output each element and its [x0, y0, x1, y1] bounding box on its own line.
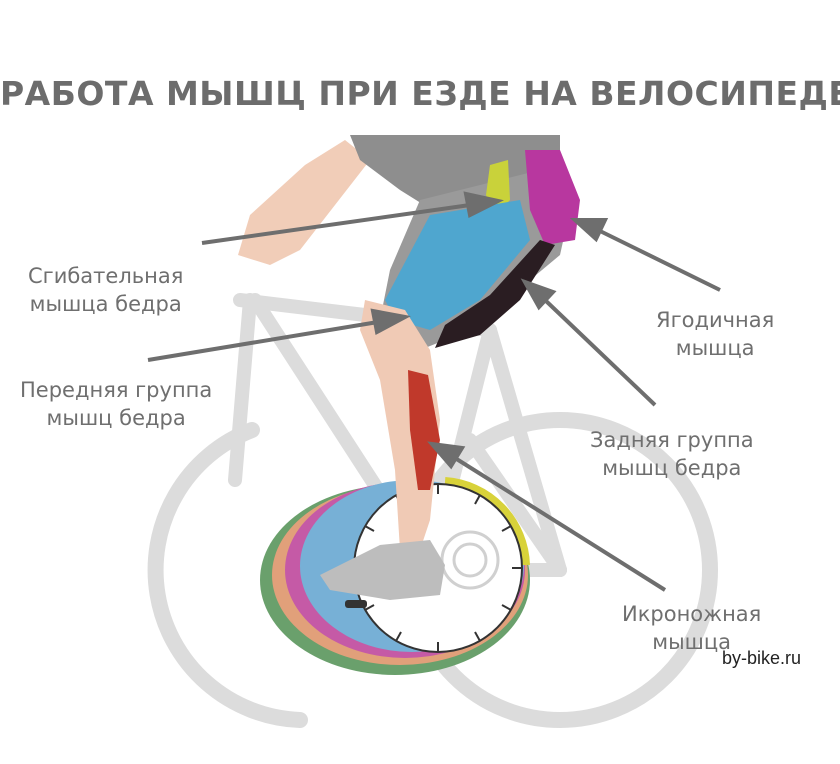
label-gluteus-line2: мышца [675, 336, 755, 360]
label-quadriceps-line2: мышц бедра [46, 406, 186, 430]
label-hip-flexor: Сгибательная мышца бедра [28, 262, 183, 318]
arrow-calf-head [427, 441, 466, 470]
label-hamstrings-line1: Задняя группа [590, 428, 754, 452]
label-quadriceps: Передняя группа мышц бедра [20, 376, 212, 432]
arrow-hip-flexor [201, 203, 471, 245]
label-calf: Икроножная мышца [622, 600, 761, 656]
arrow-quadriceps-head [370, 308, 411, 336]
arrow-calf [453, 456, 667, 592]
arrow-hip-flexor-head [463, 191, 504, 218]
arrow-hamstrings-head [520, 278, 557, 311]
label-hamstrings-line2: мышц бедра [602, 456, 742, 480]
page-title: РАБОТА МЫШЦ ПРИ ЕЗДЕ НА ВЕЛОСИПЕДЕ [0, 74, 840, 113]
arrow-gluteus [597, 228, 721, 292]
rider [238, 135, 580, 608]
label-calf-line1: Икроножная [622, 602, 762, 626]
arrow-hamstrings [543, 298, 657, 407]
arrow-gluteus-head [569, 218, 609, 243]
label-quadriceps-line1: Передняя группа [20, 378, 213, 402]
label-hip-flexor-line1: Сгибательная [28, 264, 184, 288]
label-gluteus: Ягодичная мышца [656, 306, 774, 362]
label-hip-flexor-line2: мышца бедра [29, 292, 182, 316]
watermark: by-bike.ru [722, 648, 802, 668]
label-calf-line2: мышца [652, 630, 732, 654]
label-hamstrings: Задняя группа мышц бедра [590, 426, 754, 482]
arrows [147, 191, 721, 592]
arrow-quadriceps [147, 320, 379, 362]
label-gluteus-line1: Ягодичная [656, 308, 775, 332]
